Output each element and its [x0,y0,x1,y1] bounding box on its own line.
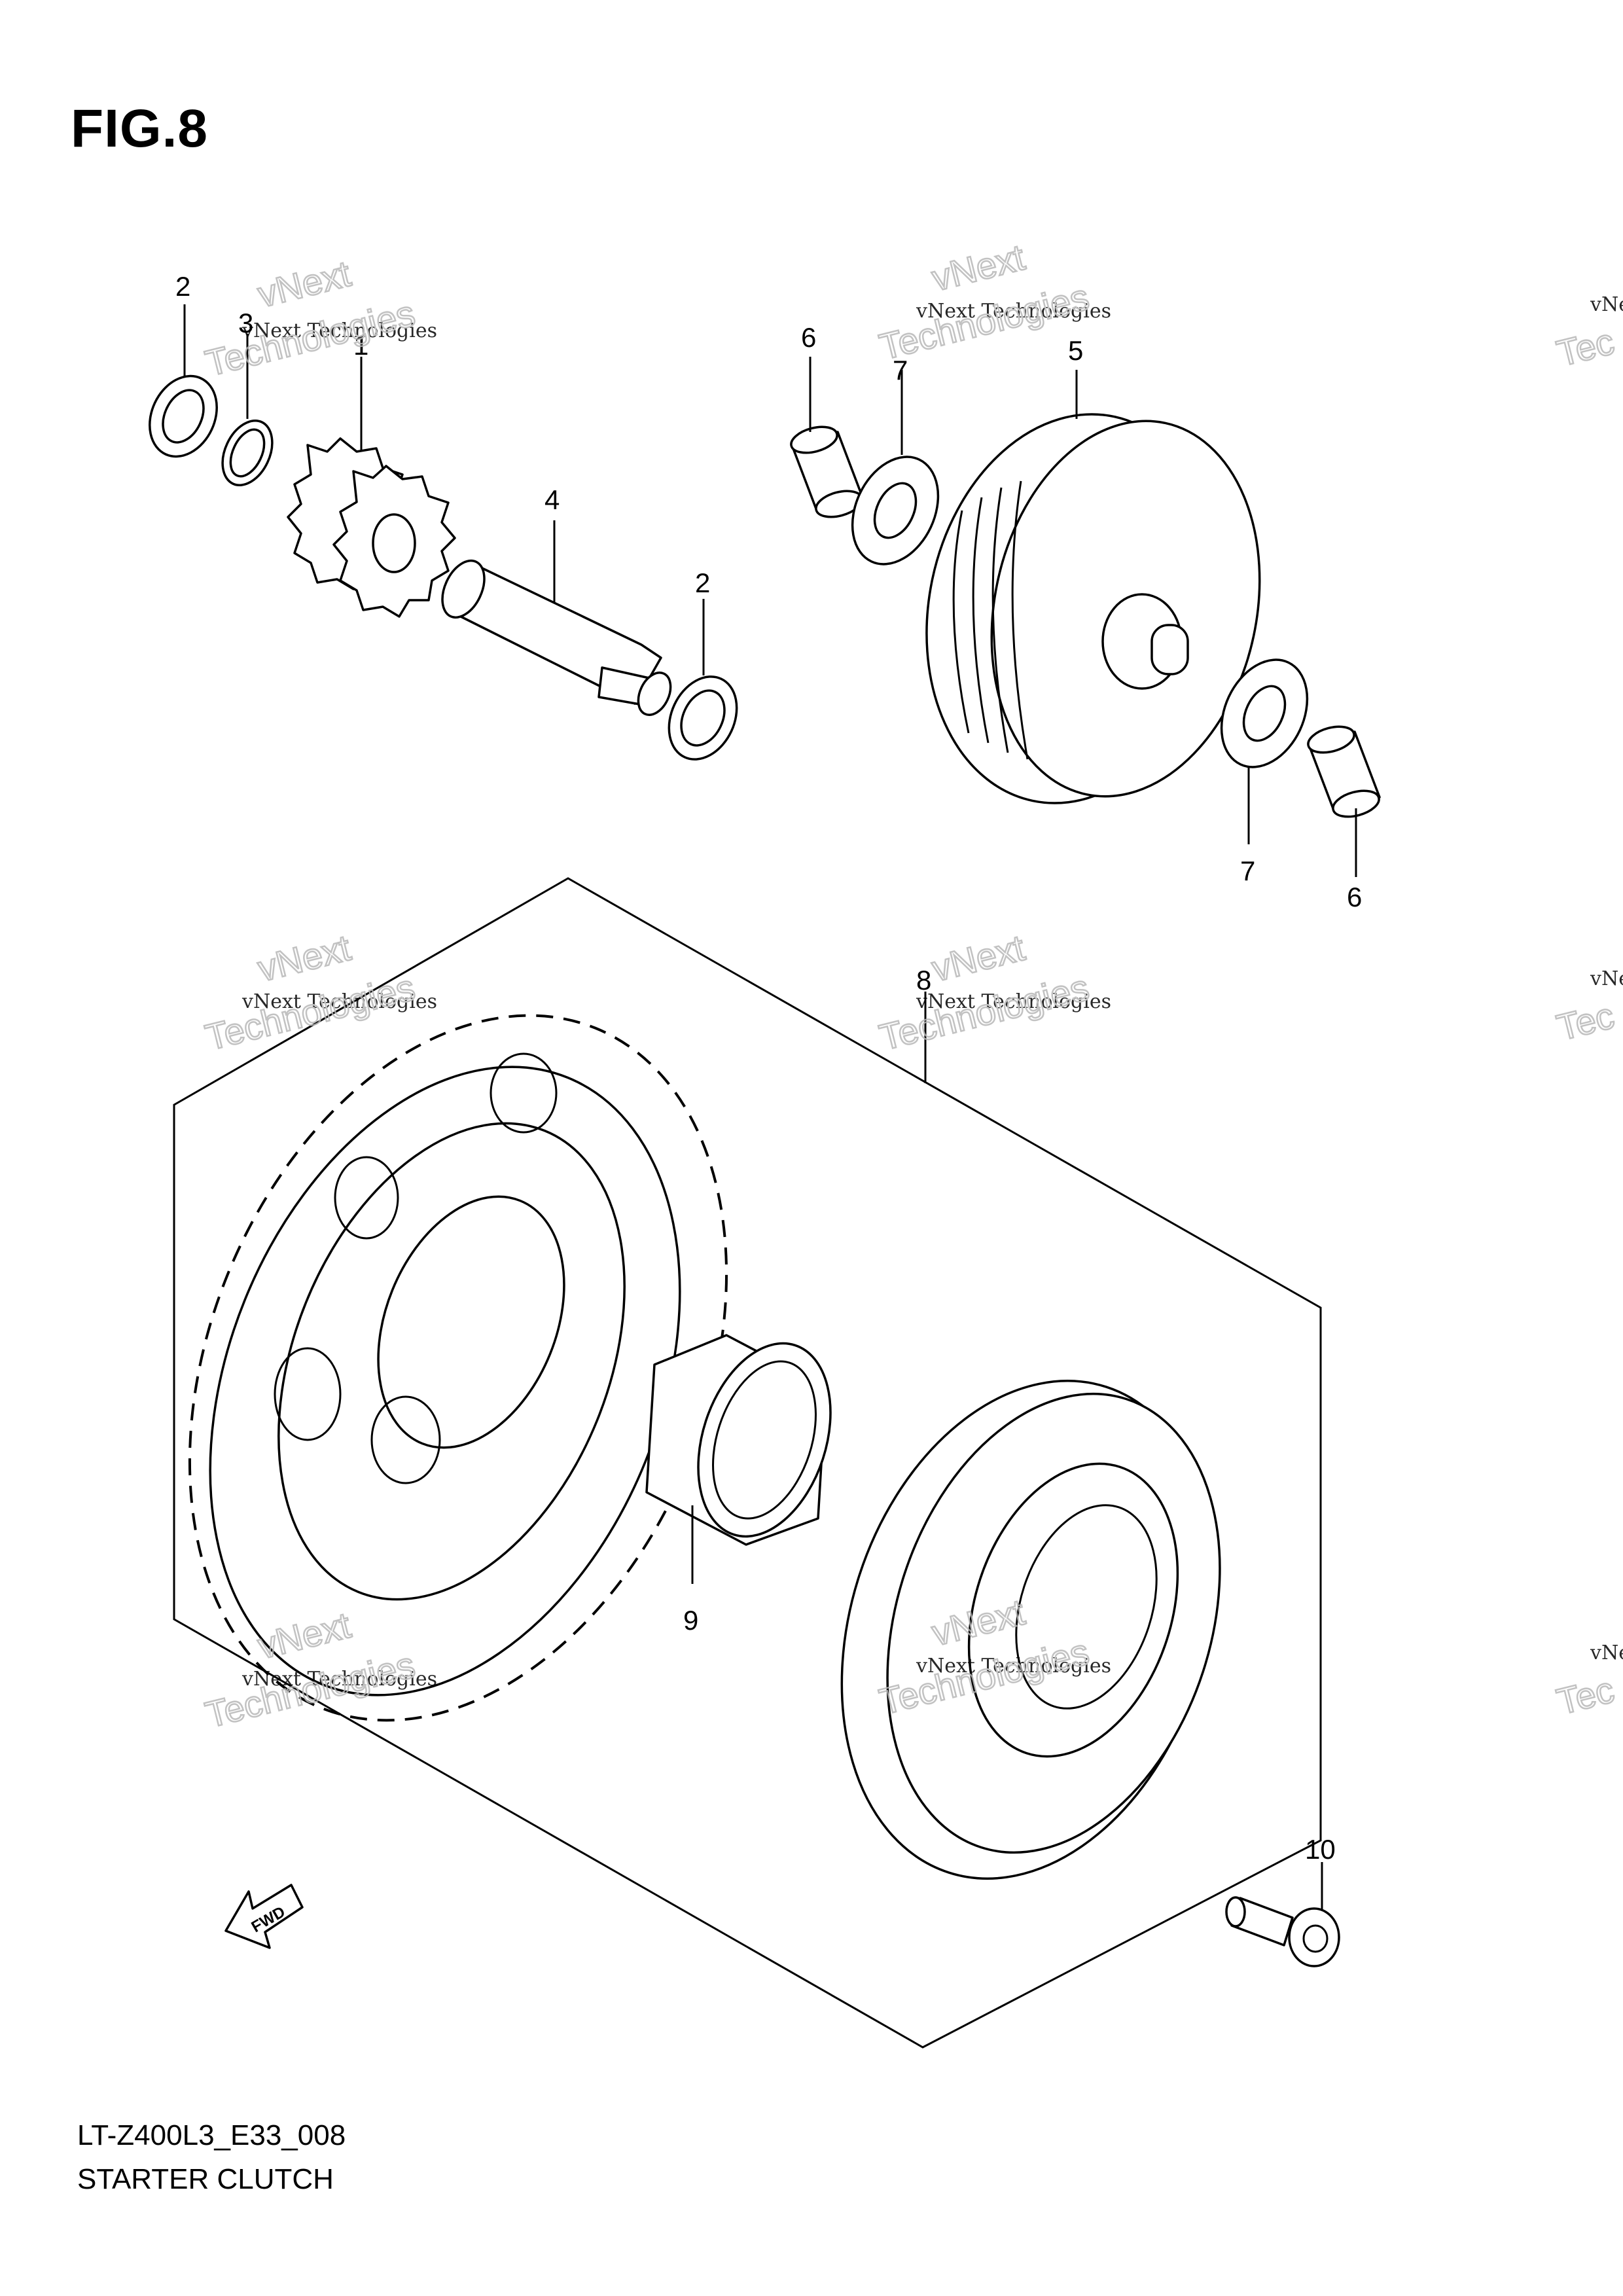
part-2-washer-right [668,675,738,761]
part-9-needle-bearing [645,1334,832,1546]
watermark-text: vNext Technologies [916,990,1111,1013]
callout-3: 3 [238,308,253,338]
watermark-outline-2: Technologies [202,292,419,384]
watermark-outline-1: vNext [928,927,1029,990]
callout-6-upper: 6 [801,322,816,353]
callout-6-lower: 6 [1347,882,1362,912]
watermark-text: vNext Technologies [916,1655,1111,1677]
watermark-outline-1: vNext [254,927,355,990]
part-3-circlip [221,419,274,487]
watermark-outline-2: Technologies [876,276,1093,367]
fwd-direction-arrow: FWD [224,1884,304,1949]
watermark-text: vNext Technologies [241,1668,437,1691]
callout-5: 5 [1068,335,1083,366]
part-4-shaft [441,559,672,716]
callout-7-upper: 7 [893,355,908,386]
callout-2-right: 2 [695,567,710,598]
watermark-outline-2: Technologies [202,966,419,1058]
watermark-text: vNext Technologies [241,319,437,342]
part-6-bush-lower [1307,725,1381,818]
part-7-washer-lower [1220,658,1309,768]
callout-1: 1 [353,330,368,361]
callout-9: 9 [683,1605,698,1636]
watermark-edge-outline: Tec [1553,1668,1618,1722]
watermark-outline-1: vNext [928,236,1029,299]
part-5-driven-gear [925,413,1261,804]
part-10-bolt [1225,1896,1340,1967]
callout-7-lower: 7 [1240,855,1255,886]
watermark-outline-2: Technologies [876,966,1093,1058]
part-7-washer-upper [851,456,940,565]
watermark-text: vNext Technologies [916,300,1111,323]
watermark-edge: vNe [1590,967,1623,990]
watermark-text: vNext Technologies [241,990,437,1013]
part-6-bush-upper [790,425,864,518]
watermark-edge: vNe [1590,1641,1623,1664]
starter-clutch-gear [188,1014,728,1722]
callout-10: 10 [1305,1834,1336,1865]
callout-2-left: 2 [175,271,190,302]
watermark-outline-1: vNext [254,253,355,315]
watermark-edge-outline: Tec [1553,320,1618,374]
callout-labels: 2 3 1 4 2 6 7 5 7 6 8 9 10 [175,271,1362,1865]
part-2-washer-left [149,374,218,458]
diagram-code: LT-Z400L3_E33_008 [77,2119,346,2151]
callout-8: 8 [916,965,931,996]
one-way-clutch [840,1380,1221,1880]
callout-4: 4 [544,484,560,515]
diagram-name: STARTER CLUTCH [77,2163,334,2195]
watermark-edge-outline: Tec [1553,994,1618,1048]
part-1-idle-gear [287,437,456,618]
watermark-edge: vNe [1590,293,1623,316]
figure-title: FIG.8 [71,99,209,158]
part-8-assembly-frame [173,877,1322,2049]
leader-lines [183,304,1357,1910]
